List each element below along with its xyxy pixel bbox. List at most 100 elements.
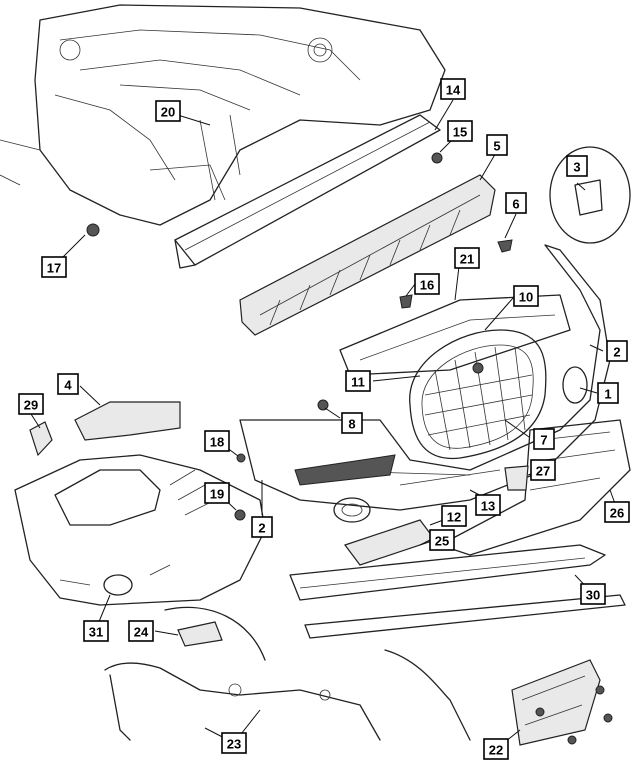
callout-31: 31 <box>83 620 109 642</box>
lower-grille <box>294 454 396 486</box>
side-marker <box>29 421 53 457</box>
fastener-17 <box>86 223 100 237</box>
callout-19: 19 <box>204 482 230 504</box>
callout-box <box>83 620 109 642</box>
fascia-support <box>439 419 631 556</box>
callout-box <box>251 516 273 538</box>
callout-26: 26 <box>604 501 630 523</box>
callout-box <box>580 583 606 605</box>
callout-number: 29 <box>24 398 38 413</box>
clip-3 <box>574 179 603 216</box>
callout-box <box>41 256 67 278</box>
detail-arc <box>164 606 266 661</box>
callout-box <box>204 430 230 452</box>
callout-number: 27 <box>536 464 550 479</box>
lower-fascia-strip <box>289 544 626 639</box>
callout-number: 13 <box>481 499 495 514</box>
callout-box <box>221 732 247 754</box>
callout-24: 24 <box>128 620 154 642</box>
callout-number: 17 <box>47 261 61 276</box>
callout-22: 22 <box>483 738 509 760</box>
callout-17: 17 <box>41 256 67 278</box>
callout-6: 6 <box>505 192 527 214</box>
callout-number: 12 <box>447 510 461 525</box>
fastener-19 <box>234 509 246 521</box>
callout-4: 4 <box>57 373 79 395</box>
fastener-15 <box>431 152 443 164</box>
callout-7: 7 <box>533 428 555 450</box>
callout-number: 30 <box>586 588 600 603</box>
callout-number: 6 <box>512 197 519 212</box>
callout-14: 14 <box>440 78 466 100</box>
callout-box <box>530 459 556 481</box>
fastener-6 <box>497 239 513 253</box>
callout-box <box>447 120 473 142</box>
callout-box <box>604 501 630 523</box>
callout-box <box>57 373 79 395</box>
callout-30: 30 <box>580 583 606 605</box>
grille-bars <box>424 346 533 451</box>
grille-emblem <box>472 362 484 374</box>
callout-box <box>345 370 371 392</box>
callout-number: 16 <box>420 278 434 293</box>
callout-number: 15 <box>453 125 467 140</box>
callout-number: 19 <box>210 487 224 502</box>
fastener-8 <box>317 399 329 411</box>
callout-number: 4 <box>64 378 72 393</box>
fascia-side-assembly <box>14 454 266 606</box>
callout-labels: 1223456781011121314151617181920212223242… <box>18 78 630 760</box>
callout-number: 24 <box>134 625 149 640</box>
license-plate-bracket <box>511 659 613 746</box>
callout-number: 23 <box>227 737 241 752</box>
callout-29: 29 <box>18 393 44 415</box>
callout-box <box>513 285 539 307</box>
energy-absorber <box>239 174 496 336</box>
callout-number: 25 <box>435 534 449 549</box>
front-end-body-structure <box>0 4 446 226</box>
callout-23: 23 <box>221 732 247 754</box>
callout-12: 12 <box>441 505 467 527</box>
callout-18: 18 <box>204 430 230 452</box>
callout-3: 3 <box>566 155 588 177</box>
callout-number: 7 <box>540 433 547 448</box>
washer-hose-assembly <box>104 606 471 741</box>
fog-lamp-bracket <box>74 401 181 441</box>
callout-number: 2 <box>258 521 265 536</box>
detail-circle <box>549 146 631 244</box>
callout-box <box>341 412 363 434</box>
callout-2: 2 <box>251 516 273 538</box>
callout-box <box>475 494 501 516</box>
callout-box <box>204 482 230 504</box>
callout-16: 16 <box>414 273 440 295</box>
callout-box <box>606 340 628 362</box>
callout-number: 18 <box>210 435 224 450</box>
callout-number: 21 <box>460 252 474 267</box>
callout-21: 21 <box>454 247 480 269</box>
callout-box <box>128 620 154 642</box>
grille <box>409 329 547 460</box>
fastener-18 <box>236 453 246 463</box>
callout-number: 8 <box>348 417 355 432</box>
callout-1: 1 <box>597 382 619 404</box>
callout-box <box>414 273 440 295</box>
callout-box <box>505 192 527 214</box>
fastener-16 <box>399 294 413 309</box>
callout-27: 27 <box>530 459 556 481</box>
callout-number: 31 <box>89 625 103 640</box>
callout-box <box>533 428 555 450</box>
callout-number: 26 <box>610 506 624 521</box>
callout-10: 10 <box>513 285 539 307</box>
callout-number: 2 <box>613 345 620 360</box>
air-dam-deflector <box>339 294 571 376</box>
reinforcement-bar <box>174 114 441 269</box>
callout-number: 5 <box>493 139 500 154</box>
callout-box <box>18 393 44 415</box>
callout-11: 11 <box>345 370 371 392</box>
callout-20: 20 <box>155 100 181 122</box>
callout-number: 10 <box>519 290 533 305</box>
callout-box <box>429 529 455 551</box>
callout-5: 5 <box>486 134 508 156</box>
callout-number: 20 <box>161 105 175 120</box>
callout-15: 15 <box>447 120 473 142</box>
